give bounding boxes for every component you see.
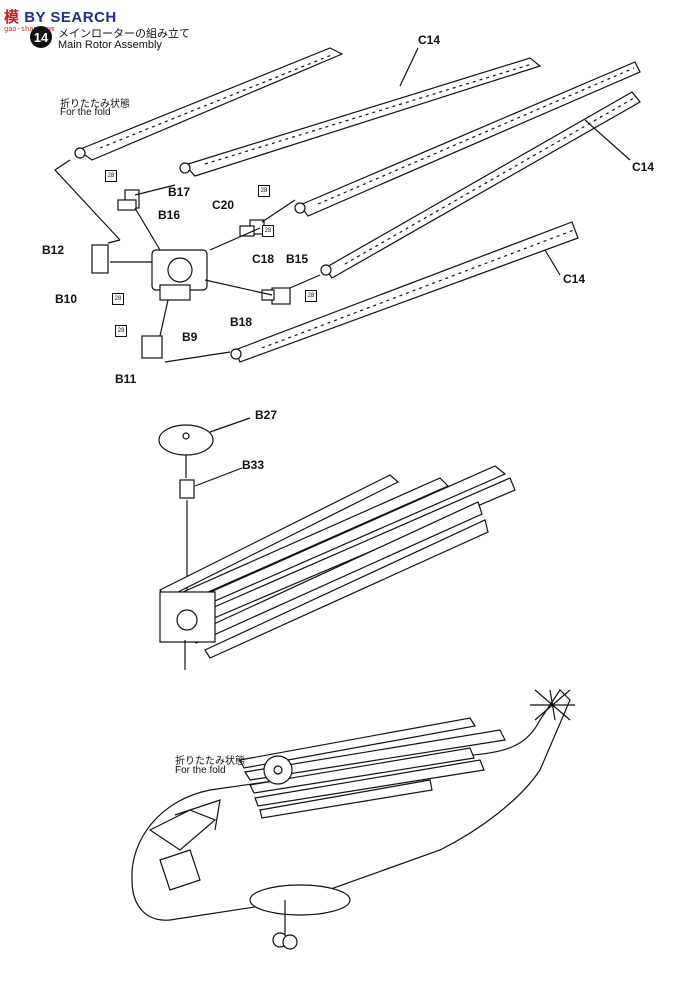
helicopter-body xyxy=(131,689,575,950)
part-label-b17: B17 xyxy=(168,185,191,199)
part-badge: 28 xyxy=(262,225,274,237)
part-label-b15: B15 xyxy=(286,252,309,266)
folded-rotor-assembly xyxy=(159,465,516,670)
fold-note-en-bottom: For the fold xyxy=(175,765,226,776)
part-label-c14: C14 xyxy=(632,160,655,174)
watermark-logo: 模 BY SEARCH xyxy=(4,9,117,26)
part-label-b33: B33 xyxy=(242,458,265,472)
part-label-c14: C14 xyxy=(418,33,441,47)
rotor-hub xyxy=(151,249,208,301)
rotor-blade-3 xyxy=(294,61,641,217)
part-badge: 28 xyxy=(258,185,270,197)
step-number: 14 xyxy=(30,26,52,48)
part-label-b18: B18 xyxy=(230,315,253,329)
step-title-en: Main Rotor Assembly xyxy=(58,39,162,51)
part-label-b16: B16 xyxy=(158,208,181,222)
part-label-b9: B9 xyxy=(182,330,198,344)
rotor-blade-2 xyxy=(179,57,542,177)
step-title-ja: メインローターの組み立て xyxy=(58,27,190,40)
rotor-blade-1 xyxy=(74,47,344,161)
rotor-cap xyxy=(158,417,251,456)
part-label-c20: C20 xyxy=(212,198,235,212)
part-label-b27: B27 xyxy=(255,408,278,422)
rotor-cap-base xyxy=(179,455,243,590)
rotor-blade-4 xyxy=(320,91,641,279)
fold-note-en-top: For the fold xyxy=(60,107,111,118)
part-badge: 28 xyxy=(305,290,317,302)
part-label-c18: C18 xyxy=(252,252,275,266)
part-label-b10: B10 xyxy=(55,292,78,306)
part-label-b12: B12 xyxy=(42,243,65,257)
part-badge: 28 xyxy=(112,293,124,305)
rotor-blade-5 xyxy=(230,221,579,363)
fold-note-ja-top: 折りたたみ状態 xyxy=(60,99,130,110)
part-badge: 28 xyxy=(115,325,127,337)
watermark-url: gao-shan.com xyxy=(4,26,55,34)
part-badge: 28 xyxy=(105,170,117,182)
fold-note-ja-bottom: 折りたたみ状態 xyxy=(175,756,245,767)
part-label-b11: B11 xyxy=(115,372,137,386)
part-label-c14: C14 xyxy=(563,272,586,286)
